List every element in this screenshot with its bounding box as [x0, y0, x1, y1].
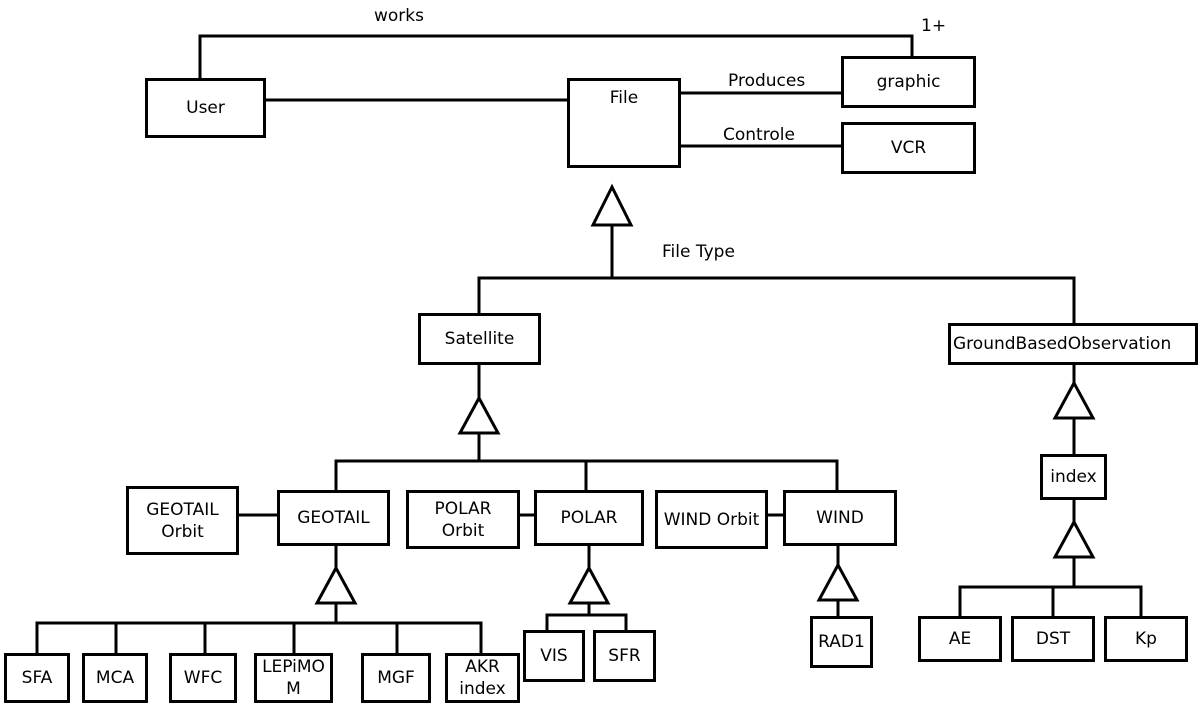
- vcr-class[interactable]: VCR: [841, 122, 976, 174]
- sfr-class[interactable]: SFR: [593, 630, 656, 682]
- dst-class[interactable]: DST: [1011, 616, 1095, 662]
- geotail-inheritance-triangle: [314, 564, 358, 605]
- file-inheritance-triangle: [590, 183, 634, 227]
- works-label: works: [374, 6, 424, 26]
- ground-inheritance-triangle: [1052, 379, 1096, 420]
- kp-class[interactable]: Kp: [1104, 616, 1188, 662]
- satellite-class[interactable]: Satellite: [418, 313, 541, 365]
- lepimom-class[interactable]: LEPiMO M: [254, 653, 333, 703]
- wind-class[interactable]: WIND: [783, 490, 897, 546]
- works-multiplicity-label: 1+: [921, 16, 947, 36]
- wfc-class[interactable]: WFC: [169, 653, 237, 703]
- index-class[interactable]: index: [1040, 454, 1107, 500]
- wind-inheritance-triangle: [816, 561, 860, 602]
- satellite-inheritance-triangle: [457, 394, 501, 435]
- mgf-class[interactable]: MGF: [361, 653, 431, 703]
- geotail-class[interactable]: GEOTAIL: [277, 490, 390, 546]
- akr-index-class[interactable]: AKR index: [445, 653, 520, 703]
- wind-orbit-class[interactable]: WIND Orbit: [655, 490, 768, 549]
- mca-class[interactable]: MCA: [82, 653, 148, 703]
- index-inheritance-triangle: [1052, 518, 1096, 559]
- ae-class[interactable]: AE: [918, 616, 1002, 662]
- geotail-orbit-class[interactable]: GEOTAIL Orbit: [126, 486, 239, 555]
- controle-label: Controle: [723, 125, 795, 145]
- file-class[interactable]: File: [567, 78, 681, 168]
- user-class[interactable]: User: [145, 78, 266, 138]
- sfa-class[interactable]: SFA: [4, 653, 70, 703]
- graphic-class[interactable]: graphic: [841, 56, 976, 108]
- file-type-label: File Type: [662, 242, 735, 262]
- ground-based-observation-class[interactable]: GroundBasedObservation: [948, 323, 1198, 365]
- polar-orbit-class[interactable]: POLAR Orbit: [406, 490, 520, 549]
- polar-class[interactable]: POLAR: [534, 490, 644, 546]
- vis-class[interactable]: VIS: [523, 630, 585, 682]
- polar-inheritance-triangle: [567, 564, 611, 605]
- produces-label: Produces: [728, 71, 806, 91]
- rad1-class[interactable]: RAD1: [810, 616, 873, 668]
